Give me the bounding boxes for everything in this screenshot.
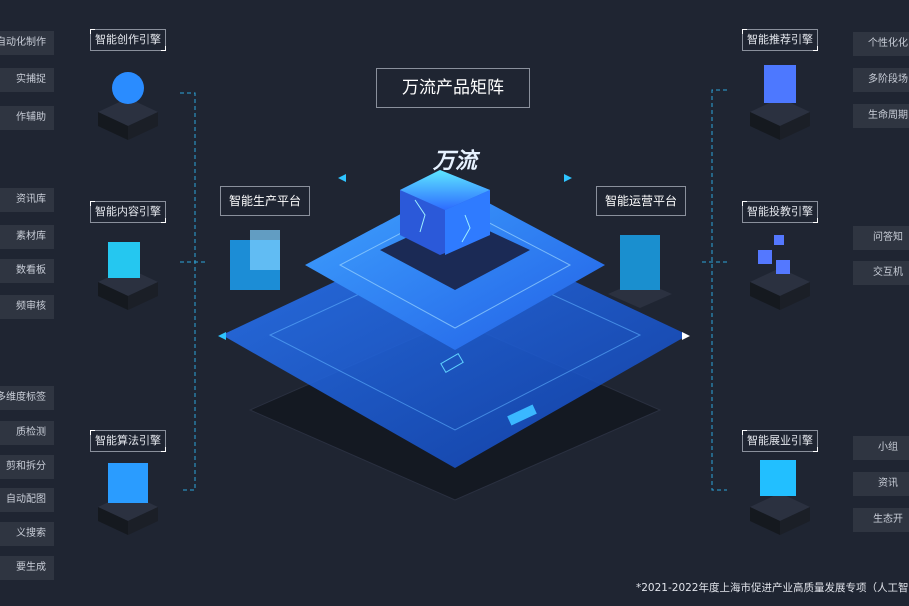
right-feature-item: 个性化化 [853,32,909,56]
left-feature-item: 自动配图 [0,488,54,512]
right-feature-item: 生命周期 [853,104,909,128]
algorithm-engine-label: 智能算法引擎 [90,430,166,452]
right-feature-item: 小组 [853,436,909,460]
core-cube-icon [400,170,490,255]
page-title: 万流产品矩阵 [376,68,530,108]
left-feature-item: 素材库 [0,225,54,249]
left-feature-item: 多维度标签 [0,386,54,410]
base-layer [222,185,688,501]
recommend-engine-label: 智能推荐引擎 [742,29,818,51]
content-engine-label: 智能内容引擎 [90,201,166,223]
creation-engine-label: 智能创作引擎 [90,29,166,51]
left-feature-item: 作辅助 [0,106,54,130]
left-feature-item: 资讯库 [0,188,54,212]
right-feature-item: 资讯 [853,472,909,496]
left-feature-item: 数看板 [0,259,54,283]
left-feature-item: 要生成 [0,556,54,580]
left-feature-item: 实捕捉 [0,68,54,92]
engine-pedestals [98,65,810,535]
right-feature-item: 生态开 [853,508,909,532]
exhibition-engine-label: 智能展业引擎 [742,430,818,452]
right-feature-item: 交互机 [853,261,909,285]
wanliu-logo: 万流 [432,149,481,174]
left-feature-item: 剪和拆分 [0,455,54,479]
left-feature-item: 自动化制作 [0,31,54,55]
production-platform-label: 智能生产平台 [220,186,310,216]
footnote: *2021-2022年度上海市促进产业高质量发展专项（人工智能 [636,582,909,594]
connector-lines [180,89,727,491]
left-feature-item: 义搜索 [0,522,54,546]
arrow-icons [218,174,690,340]
operation-platform-label: 智能运营平台 [596,186,686,216]
right-feature-item: 多阶段场 [853,68,909,92]
left-feature-item: 质检测 [0,421,54,445]
left-feature-item: 频审核 [0,295,54,319]
investment-engine-label: 智能投教引擎 [742,201,818,223]
right-feature-item: 问答知 [853,226,909,250]
